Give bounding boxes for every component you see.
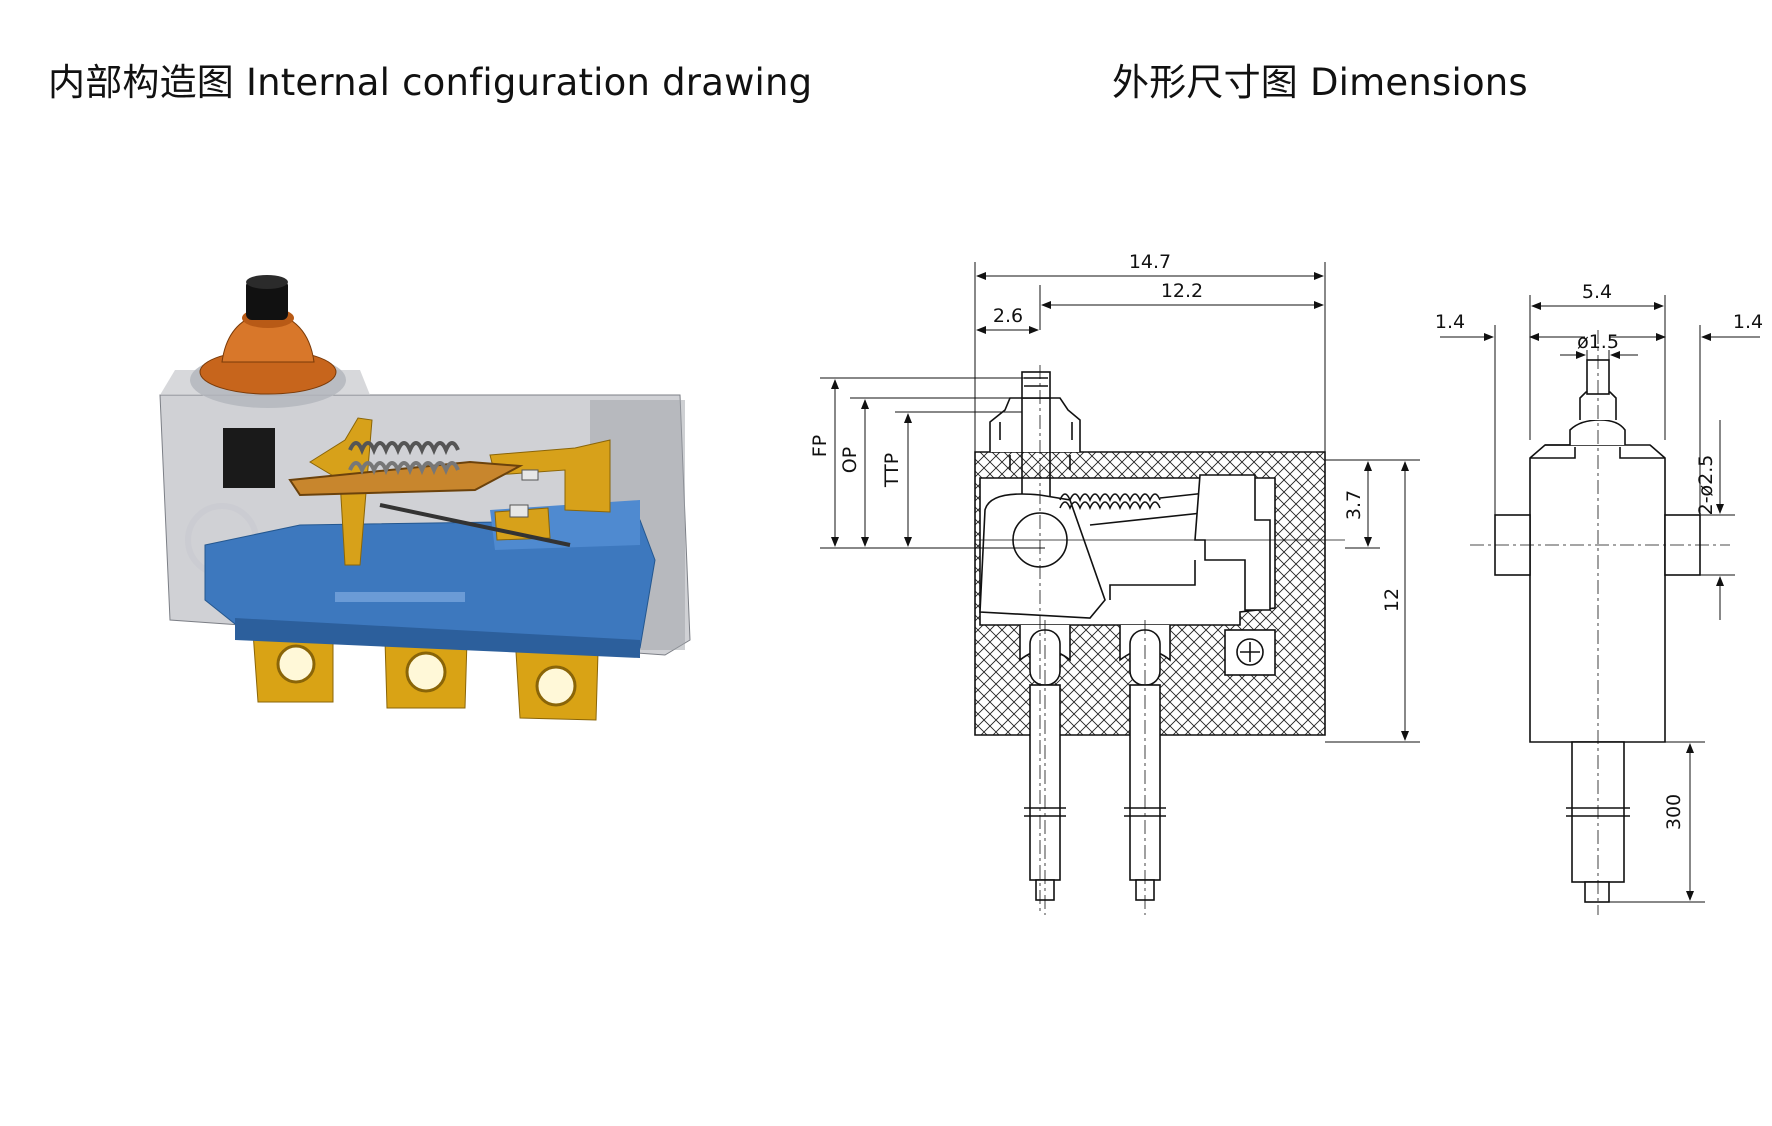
actuator-block (223, 428, 275, 488)
dim-side-width: 5.4 (1582, 281, 1612, 303)
front-view-drawing (974, 365, 1345, 915)
dim-ttp: TTP (881, 453, 903, 488)
dim-side-margin-left: 1.4 (1435, 311, 1465, 333)
spring-lever (288, 441, 571, 547)
dim-mount-holes: 2-ø2.5 (1695, 455, 1717, 516)
front-view-dimension-lines (820, 262, 1420, 743)
plunger-and-seal (190, 275, 346, 408)
dim-overall-width: 14.7 (1129, 251, 1171, 273)
dimensions-heading: 外形尺寸图 Dimensions (1112, 61, 1528, 104)
dim-fp: FP (809, 435, 831, 457)
dim-height: 12 (1381, 588, 1403, 612)
terminal-tabs (252, 631, 599, 721)
dimension-labels: 14.7 12.2 2.6 5.4 ø1.5 1.4 1.4 2-ø2.5 12… (809, 251, 1763, 830)
side-view-drawing (1470, 330, 1730, 915)
internal-drawing-heading: 内部构造图 Internal configuration drawing (48, 61, 813, 104)
dim-op: OP (839, 447, 861, 473)
dim-hole-height: 3.7 (1343, 490, 1365, 520)
dim-side-margin-right: 1.4 (1733, 311, 1763, 333)
dim-plunger-dia: ø1.5 (1577, 331, 1619, 353)
dim-lead-length: 300 (1663, 794, 1685, 830)
side-view-dimension-lines (1440, 295, 1760, 903)
dim-inner-width: 12.2 (1161, 280, 1203, 302)
internal-configuration-illustration (159, 275, 691, 721)
dim-left-offset: 2.6 (993, 305, 1023, 327)
